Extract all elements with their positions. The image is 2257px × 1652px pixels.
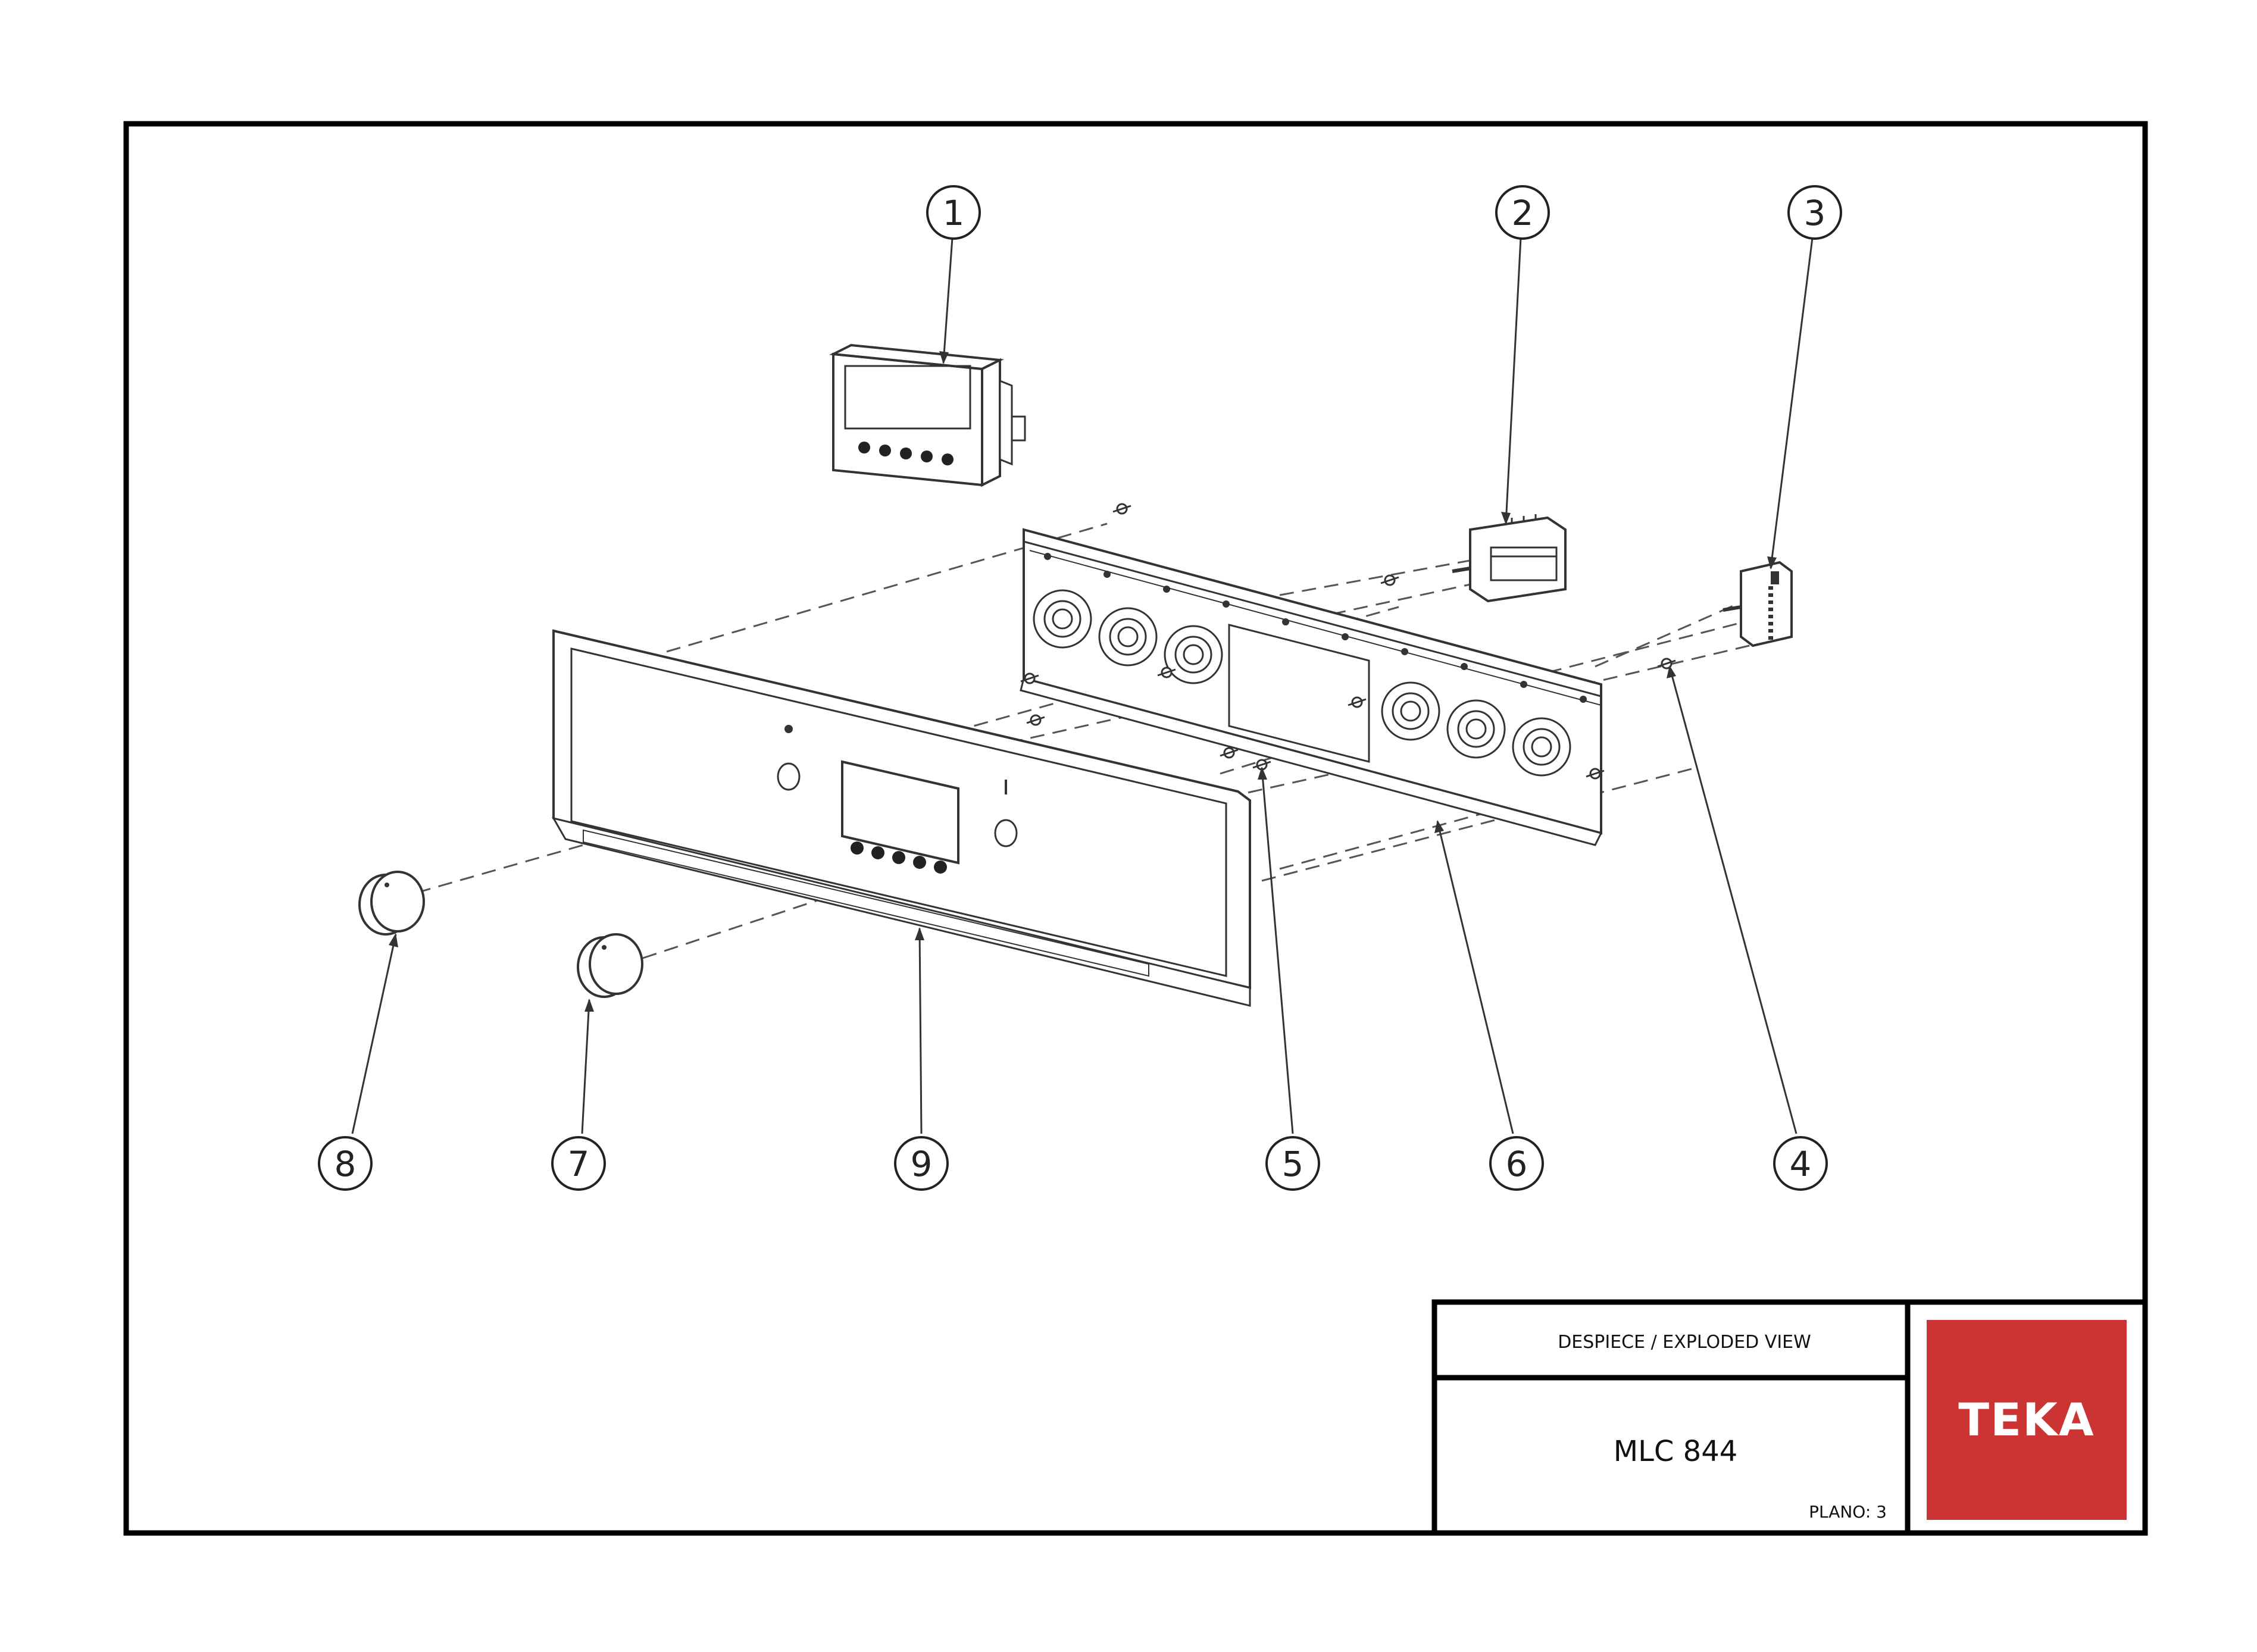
screw <box>1220 747 1239 759</box>
callout-9-label: 9 <box>911 1144 933 1184</box>
view-label: DESPIECE / EXPLODED VIEW <box>1558 1332 1811 1353</box>
screw <box>1380 574 1399 586</box>
callout-9: 9 <box>894 1136 949 1191</box>
part-8-knob <box>358 871 425 935</box>
part-3-selector-switch <box>1723 561 1793 647</box>
teka-logo-text: TEKA <box>1958 1393 2095 1446</box>
callout-1-label: 1 <box>943 193 965 233</box>
callout-2: 2 <box>1495 185 1550 240</box>
part-6-mounting-bracket <box>1020 528 1603 846</box>
model-number: MLC 844 <box>1614 1435 1738 1468</box>
callout-3-label: 3 <box>1804 193 1826 233</box>
screw <box>1657 658 1676 669</box>
teka-logo-background <box>1927 1320 2127 1520</box>
callouts: 1 2 3 4 5 6 7 8 <box>318 185 1842 1191</box>
screw <box>1157 667 1176 678</box>
screw <box>1586 768 1605 780</box>
screws <box>1020 503 1676 780</box>
plano-number: PLANO: 3 <box>1809 1502 1887 1522</box>
callout-4: 4 <box>1773 1136 1828 1191</box>
leader-lines <box>351 237 1814 1134</box>
screw <box>1112 503 1131 515</box>
callout-5-label: 5 <box>1282 1144 1304 1184</box>
callout-7: 7 <box>551 1136 606 1191</box>
part-9-front-panel <box>551 629 1251 1007</box>
teka-logo: TEKA <box>1927 1320 2127 1520</box>
callout-6-label: 6 <box>1506 1144 1528 1184</box>
part-2-switch <box>1452 514 1567 603</box>
assembly-drawing <box>351 237 1814 1134</box>
callout-7-label: 7 <box>568 1144 590 1184</box>
part-1-electronic-module <box>829 343 1026 487</box>
callout-3: 3 <box>1787 185 1842 240</box>
callout-6: 6 <box>1489 1136 1544 1191</box>
callout-8: 8 <box>318 1136 373 1191</box>
callout-1: 1 <box>926 185 981 240</box>
screw <box>1348 696 1367 708</box>
title-block: DESPIECE / EXPLODED VIEW MLC 844 PLANO: … <box>1431 1299 2148 1536</box>
screw <box>1026 714 1045 726</box>
drawing-frame <box>123 121 2148 1536</box>
callout-5: 5 <box>1265 1136 1320 1191</box>
leader-arrowheads <box>389 351 1777 1012</box>
callout-2-label: 2 <box>1512 193 1534 233</box>
screw <box>1020 672 1039 684</box>
part-7-knob <box>577 933 643 998</box>
callout-8-label: 8 <box>335 1144 357 1184</box>
callout-4-label: 4 <box>1790 1144 1812 1184</box>
